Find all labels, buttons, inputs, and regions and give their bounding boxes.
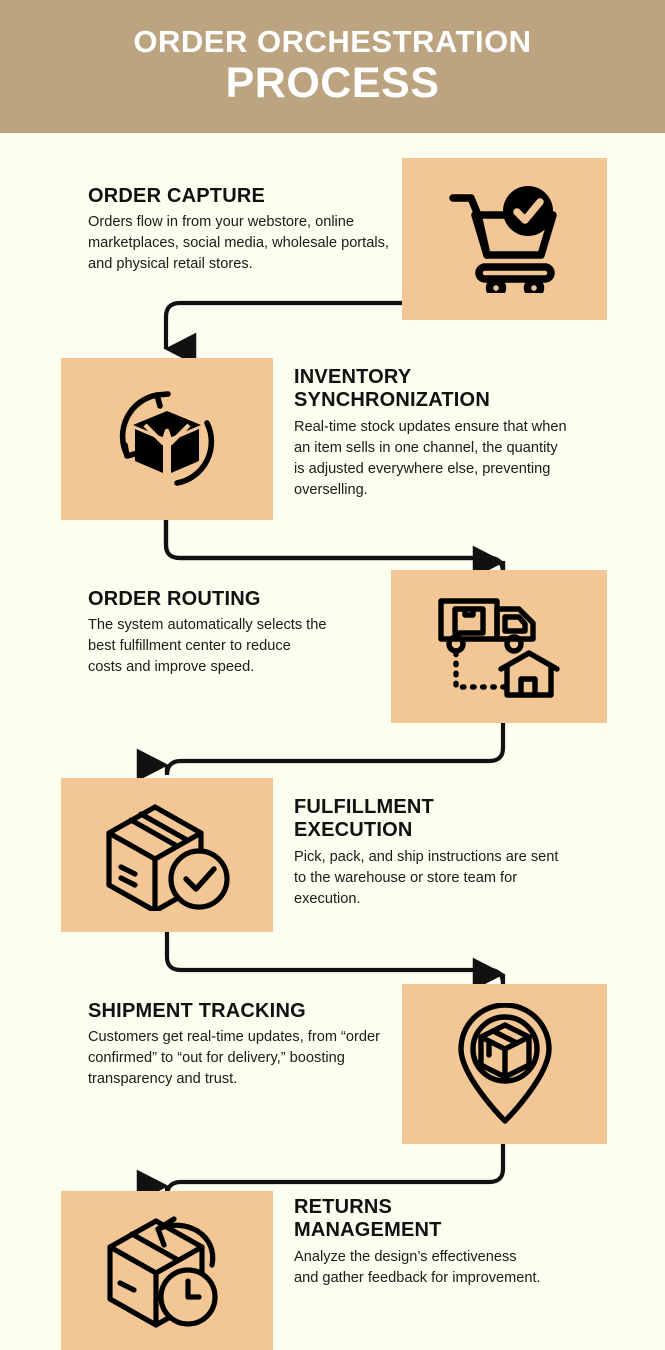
box-sync-arrows-icon (119, 391, 215, 486)
step-6-text: RETURNS MANAGEMENT Analyze the design’s … (294, 1196, 544, 1289)
step-1-icon-card (402, 158, 607, 320)
step-6-icon-card (61, 1191, 273, 1350)
step-5-body: Customers get real-time updates, from “o… (88, 1029, 380, 1088)
step-2-title: INVENTORY SYNCHRONIZATION (294, 366, 490, 412)
step-5-icon-card (402, 984, 607, 1144)
header-title-line-1: ORDER ORCHESTRATION (133, 23, 532, 59)
step-6-title: RETURNS MANAGEMENT (294, 1196, 442, 1242)
connector-5-to-6 (136, 1144, 506, 1203)
shopping-cart-check-icon (448, 186, 557, 293)
step-4-title: FULFILLMENT EXECUTION (294, 796, 434, 842)
infographic-header: ORDER ORCHESTRATION PROCESS (0, 0, 665, 133)
connector-2-to-3-seg (163, 520, 506, 579)
step-4-text: FULFILLMENT EXECUTION Pick, pack, and sh… (294, 796, 574, 910)
connector-4-to-5 (164, 932, 506, 991)
step-1-title: ORDER CAPTURE (88, 185, 266, 207)
step-2-icon-card (61, 358, 273, 520)
step-1-body: Orders flow in from your webstore, onlin… (88, 214, 389, 273)
step-2-body: Real-time stock updates ensure that when… (294, 418, 567, 498)
connector-3-to-4 (136, 723, 506, 782)
step-5-text: SHIPMENT TRACKING Customers get real-tim… (88, 1000, 388, 1090)
step-4-body: Pick, pack, and ship instructions are se… (294, 848, 559, 907)
location-pin-package-icon (457, 1003, 552, 1124)
step-1-text: ORDER CAPTURE Orders flow in from your w… (88, 185, 393, 275)
step-4-icon-card (61, 778, 273, 932)
package-return-clock-icon (107, 1215, 218, 1328)
step-2-text: INVENTORY SYNCHRONIZATION Real-time stoc… (294, 366, 569, 501)
step-3-body: The system automatically selects the bes… (88, 617, 327, 676)
delivery-truck-warehouse-route-icon (438, 597, 560, 698)
connector-2-to-3 (163, 520, 506, 573)
step-3-icon-card (391, 570, 607, 723)
connector-1-to-2 (163, 300, 402, 366)
step-3-title: ORDER ROUTING (88, 588, 261, 610)
step-5-title: SHIPMENT TRACKING (88, 1000, 306, 1022)
header-title-line-2: PROCESS (225, 58, 440, 107)
package-check-icon (106, 804, 230, 911)
step-3-text: ORDER ROUTING The system automatically s… (88, 588, 328, 678)
step-6-body: Analyze the design’s effectiveness and g… (294, 1248, 541, 1286)
